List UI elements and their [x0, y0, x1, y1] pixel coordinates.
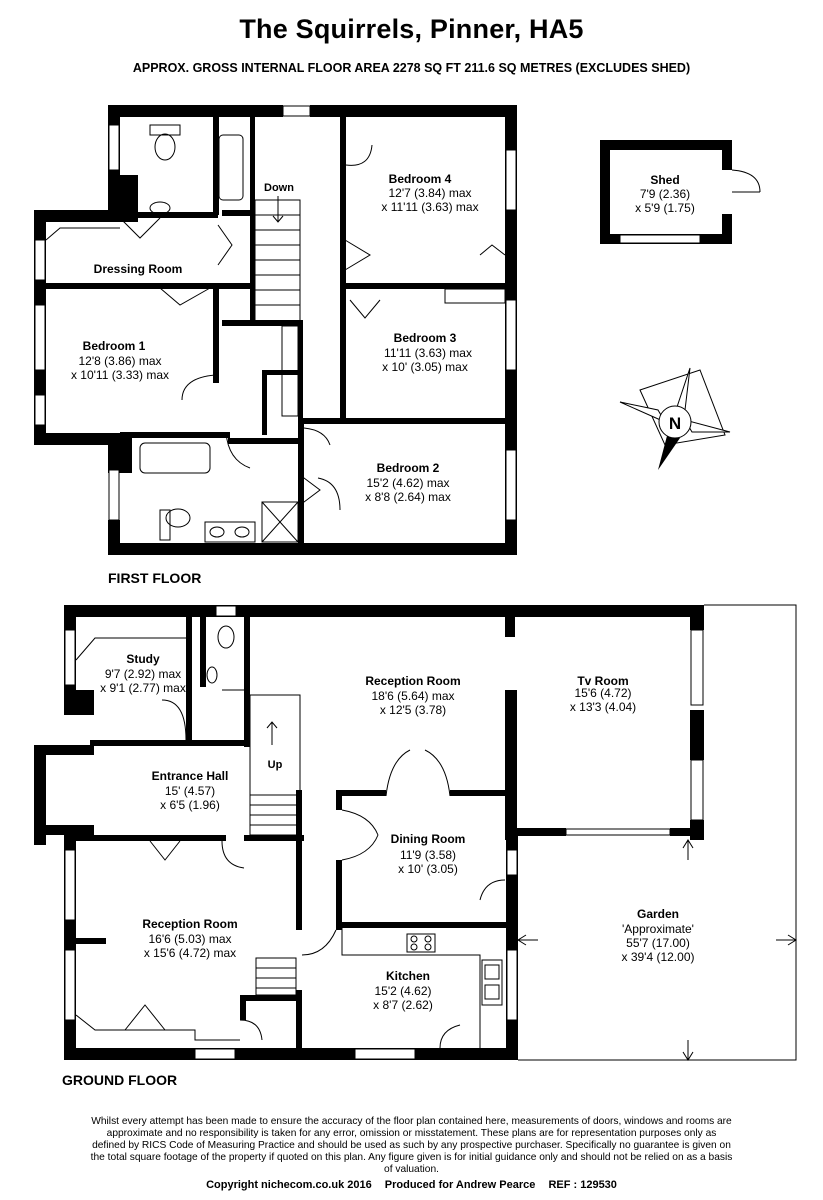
compass-north-letter: N [669, 414, 681, 433]
room-dim: 9'7 (2.92) max [105, 667, 181, 681]
room-name: Kitchen [386, 969, 430, 983]
room-dim: 12'7 (3.84) max [389, 186, 472, 200]
garden-name: Garden [637, 907, 679, 921]
room-dim: 16'6 (5.03) max [149, 932, 232, 946]
room-dim: x 11'11 (3.63) max [381, 200, 478, 214]
footer: Copyright nichecom.co.uk 2016 Produced f… [0, 1179, 823, 1191]
room-dim: x 10'11 (3.33) max [71, 368, 169, 382]
garden-dim: 55'7 (17.00) [626, 936, 690, 950]
room-dim: x 10' (3.05) max [382, 360, 468, 374]
room-dim: x 8'7 (2.62) [373, 998, 433, 1012]
garden-note: 'Approximate' [622, 922, 694, 936]
room-dim: 12'8 (3.86) max [79, 354, 162, 368]
ground-floor-label: GROUND FLOOR [62, 1072, 177, 1088]
room-dim: x 9'1 (2.77) max [100, 681, 186, 695]
disclaimer-text: Whilst every attempt has been made to en… [90, 1116, 733, 1175]
room-dim: x 15'6 (4.72) max [144, 946, 236, 960]
room-name: Dining Room [391, 832, 466, 846]
room-name: Bedroom 1 [83, 339, 146, 353]
room-dim: x 5'9 (1.75) [635, 201, 695, 215]
room-name: Bedroom 3 [394, 331, 457, 345]
room-name: Reception Room [142, 917, 237, 931]
produced-for-text: Produced for Andrew Pearce [384, 1179, 536, 1191]
compass-icon [619, 367, 731, 470]
plan-title: The Squirrels, Pinner, HA5 [239, 14, 584, 44]
room-name: Bedroom 4 [389, 172, 452, 186]
reference-number: REF : 129530 [548, 1179, 617, 1191]
floor-area-subtitle: APPROX. GROSS INTERNAL FLOOR AREA 2278 S… [132, 61, 691, 75]
room-name: Dressing Room [94, 262, 183, 276]
room-dim: 15'2 (4.62) [375, 984, 432, 998]
room-dim: x 13'3 (4.04) [570, 700, 636, 714]
room-dim: 11'9 (3.58) [400, 848, 456, 862]
room-dim: x 10' (3.05) [398, 862, 458, 876]
stairs-up-label: Up [268, 759, 283, 771]
room-dim: 15'2 (4.62) max [367, 476, 450, 490]
garden-dim: x 39'4 (12.00) [621, 950, 694, 964]
room-dim: 15' (4.57) [165, 784, 215, 798]
room-dim: 11'11 (3.63) max [384, 346, 472, 360]
room-dim: 15'6 (4.72) [575, 686, 632, 700]
first-floor-label: FIRST FLOOR [108, 570, 201, 586]
copyright-text: Copyright nichecom.co.uk 2016 [206, 1179, 372, 1191]
room-name: Tv Room [577, 674, 628, 688]
room-name: Study [126, 652, 160, 666]
room-dim: 7'9 (2.36) [640, 187, 690, 201]
room-name: Entrance Hall [152, 769, 229, 783]
stairs-down-label: Down [264, 182, 294, 194]
room-dim: x 12'5 (3.78) [380, 703, 446, 717]
room-dim: x 6'5 (1.96) [160, 798, 220, 812]
windows [34, 105, 704, 1060]
room-name: Bedroom 2 [377, 461, 440, 475]
room-name: Shed [650, 173, 679, 187]
room-dim: x 8'8 (2.64) max [365, 490, 451, 504]
fixtures [45, 124, 797, 1061]
room-dim: 18'6 (5.64) max [372, 689, 455, 703]
room-name: Reception Room [365, 674, 460, 688]
